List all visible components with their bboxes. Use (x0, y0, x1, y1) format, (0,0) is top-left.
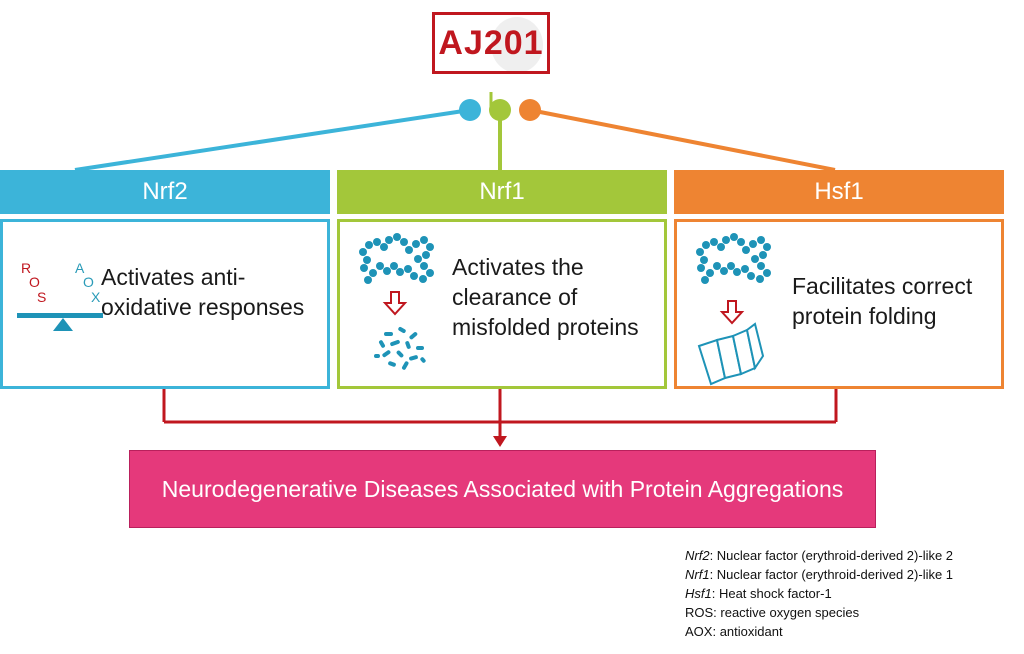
nrf1-description: Activates the clearance of misfolded pro… (452, 254, 639, 340)
nrf1-dot (489, 99, 511, 121)
protein-degradation-icon (359, 233, 434, 370)
arrow-head (493, 436, 507, 447)
drug-title-box: AJ201 (432, 12, 550, 74)
nrf2-dot (459, 99, 481, 121)
panel-hsf1: Facilitates correct protein folding (674, 219, 1004, 389)
balance-icon: R O S A O X (13, 252, 103, 342)
outcome-box: Neurodegenerative Diseases Associated wi… (129, 450, 876, 528)
abbreviation-legend: Nrf2: Nuclear factor (erythroid-derived … (685, 546, 953, 641)
legend-item: ROS: reactive oxygen species (685, 605, 860, 620)
nrf2-description: Activates anti- oxidative responses (101, 264, 305, 320)
panel-nrf1: Activates the clearance of misfolded pro… (337, 219, 667, 389)
legend-item: AOX: antioxidant (685, 624, 783, 639)
legend-item: Hsf1: Heat shock factor-1 (685, 586, 832, 601)
protein-folding-icon (696, 233, 771, 386)
header-hsf1: Hsf1 (674, 170, 1004, 214)
drug-title: AJ201 (438, 23, 544, 62)
hsf1-dot (519, 99, 541, 121)
merge-arrows (162, 389, 838, 440)
legend-item: Nrf1: Nuclear factor (erythroid-derived … (685, 567, 954, 582)
header-hsf1-label: Hsf1 (814, 178, 864, 205)
nrf2-connector (74, 108, 471, 172)
header-nrf1-label: Nrf1 (479, 178, 525, 205)
outcome-label: Neurodegenerative Diseases Associated wi… (161, 475, 844, 502)
header-nrf2: Nrf2 (0, 170, 330, 214)
header-nrf1: Nrf1 (337, 170, 667, 214)
hsf1-description: Facilitates correct protein folding (792, 273, 973, 329)
legend-item: Nrf2: Nuclear factor (erythroid-derived … (685, 548, 954, 563)
panel-nrf2: R O S A O X Activates anti- oxidative re… (0, 219, 330, 389)
header-nrf2-label: Nrf2 (142, 178, 188, 205)
hsf1-connector (529, 108, 836, 172)
watermark-logo (491, 17, 543, 71)
